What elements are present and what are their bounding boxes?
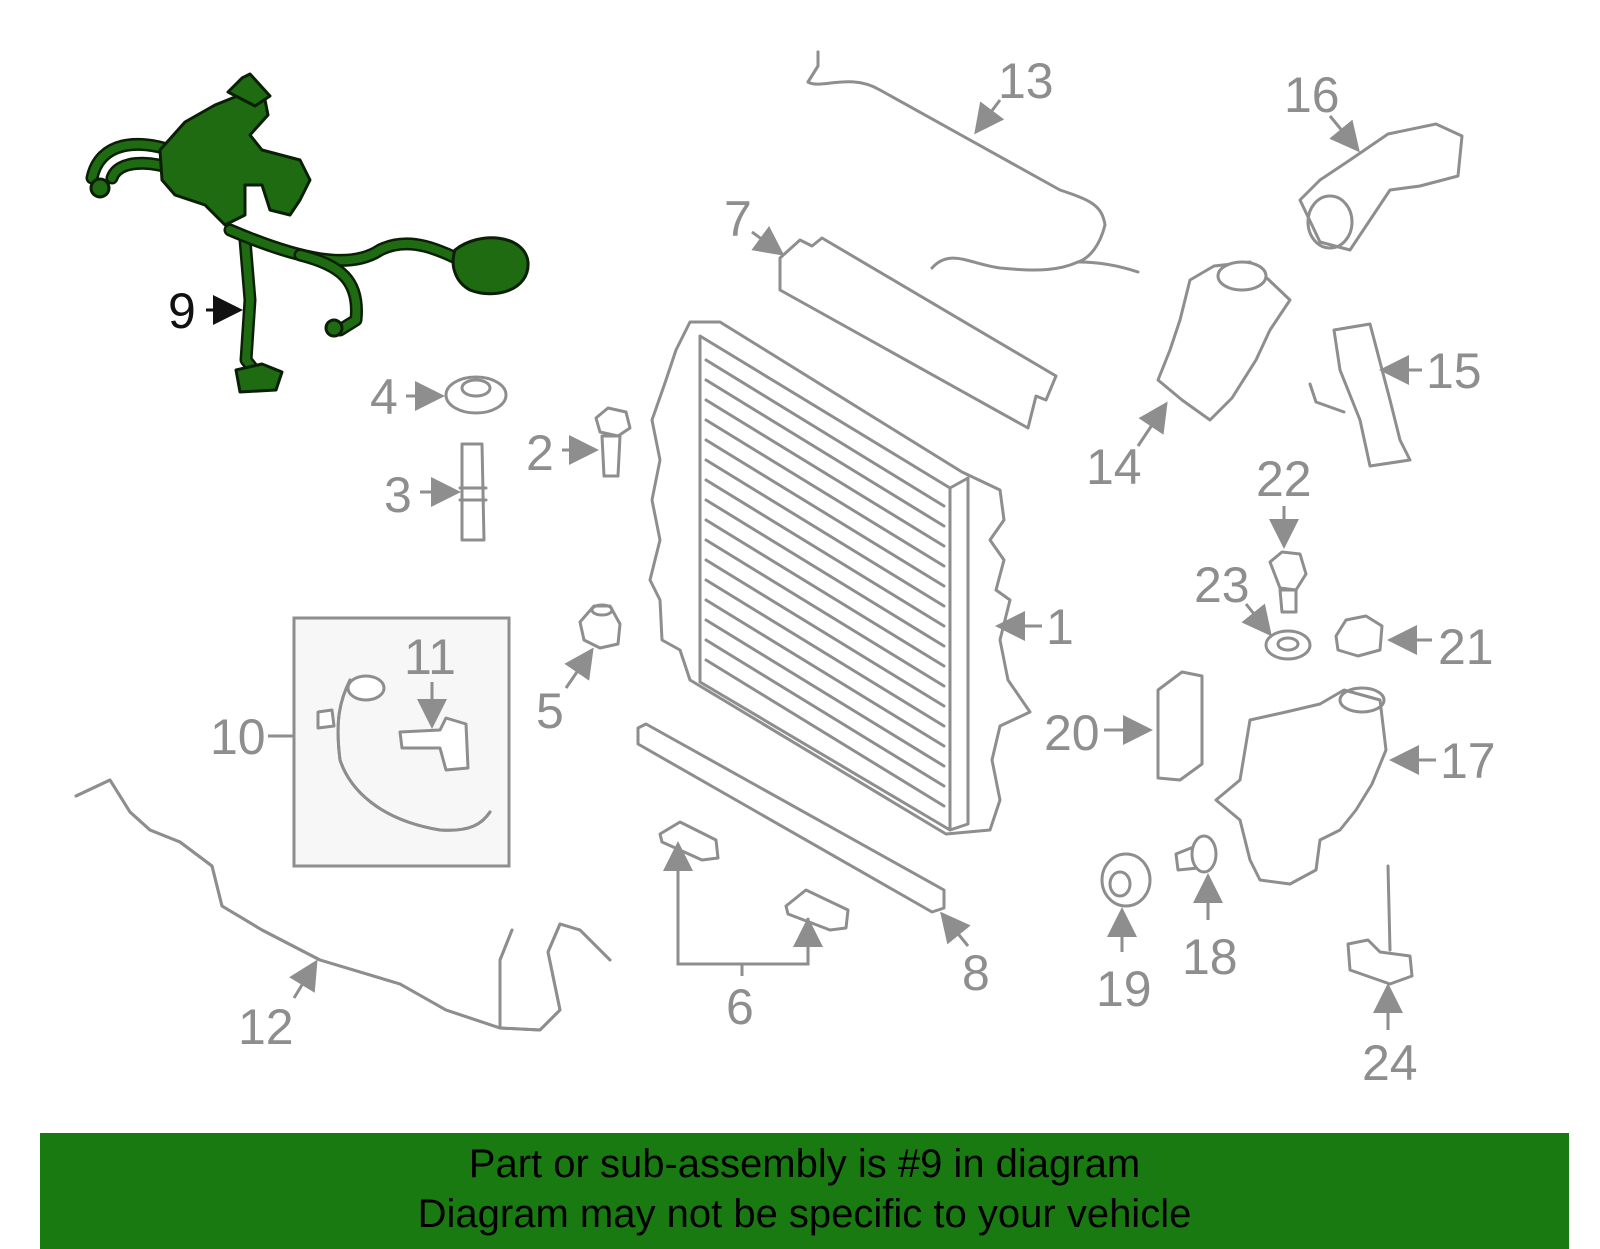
part-20-module[interactable] [1156, 670, 1204, 782]
part-24-level-sensor[interactable] [1346, 864, 1414, 986]
part-21-cap[interactable] [1334, 614, 1384, 658]
part-19-plug[interactable] [1100, 852, 1152, 908]
callout-24: 24 [1362, 1035, 1418, 1091]
callout-12: 12 [238, 999, 294, 1055]
part-1-radiator[interactable] [648, 320, 1032, 836]
part-2-bolt[interactable] [594, 406, 632, 478]
callout-7: 7 [724, 191, 752, 247]
callout-2: 2 [526, 425, 554, 481]
part-9-hose-assembly[interactable] [85, 72, 530, 394]
part-5-grommet[interactable] [578, 603, 622, 650]
callout-23: 23 [1194, 557, 1250, 613]
part-12-lower-hose[interactable] [74, 778, 612, 1032]
callout-13: 13 [998, 53, 1054, 109]
part-16-hose-elbow[interactable] [1298, 122, 1464, 252]
callout-10: 10 [210, 709, 266, 765]
radiator-fins [704, 358, 946, 808]
part-22-bleed-screw[interactable] [1268, 550, 1308, 614]
part-4-cap[interactable] [444, 375, 508, 415]
parts-diagram: 9 4 3 2 5 7 13 16 15 14 22 23 21 1 20 17… [74, 50, 1496, 1091]
part-3-pin[interactable] [458, 442, 488, 542]
leader-lines [206, 99, 1436, 1030]
callout-11: 11 [404, 629, 456, 685]
part-10-hose-box[interactable] [292, 616, 511, 868]
callout-16: 16 [1284, 67, 1340, 123]
callout-3: 3 [384, 467, 412, 523]
part-8-seal-strip[interactable] [636, 722, 946, 914]
callout-15: 15 [1426, 343, 1482, 399]
callout-20: 20 [1044, 705, 1100, 761]
callout-19: 19 [1096, 961, 1152, 1017]
part-7-deflector[interactable] [778, 236, 1058, 430]
callout-1: 1 [1046, 599, 1074, 655]
part-14-housing[interactable] [1156, 260, 1292, 422]
info-banner: Part or sub-assembly is #9 in diagram Di… [40, 1133, 1569, 1249]
callout-17: 17 [1440, 733, 1496, 789]
callout-labels: 9 4 3 2 5 7 13 16 15 14 22 23 21 1 20 17… [168, 53, 1496, 1091]
callout-8: 8 [962, 945, 990, 1001]
callout-18: 18 [1182, 929, 1238, 985]
part-17-reservoir[interactable] [1214, 686, 1388, 886]
callout-14: 14 [1086, 439, 1142, 495]
part-18-fitting[interactable] [1174, 834, 1218, 874]
callout-6: 6 [726, 979, 754, 1035]
callout-5: 5 [536, 683, 564, 739]
callout-22: 22 [1256, 451, 1312, 507]
banner-line-part-number: Part or sub-assembly is #9 in diagram [468, 1142, 1141, 1186]
part-13-coolant-tube[interactable] [806, 50, 1140, 274]
part-15-hose[interactable] [1308, 322, 1412, 468]
callout-4: 4 [370, 369, 398, 425]
part-23-washer[interactable] [1264, 629, 1312, 661]
banner-line-disclaimer: Diagram may not be specific to your vehi… [417, 1192, 1192, 1236]
callout-21: 21 [1438, 619, 1494, 675]
callout-9: 9 [168, 283, 196, 339]
